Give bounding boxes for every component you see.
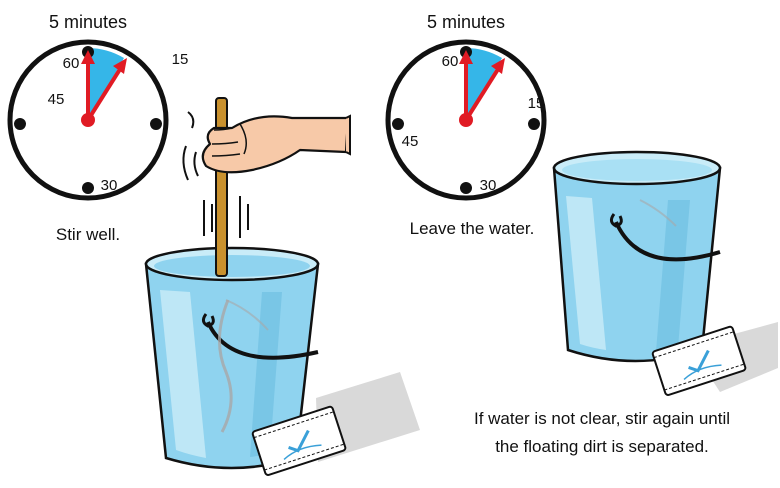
step-2-caption: Leave the water. <box>410 219 535 238</box>
clock-1-dot-bottom <box>82 182 94 194</box>
clock-1-mark-60: 60 <box>63 55 80 72</box>
step-2-leave: 5 minutes 60 15 30 45 Leave the water. <box>388 12 778 456</box>
clock-2-dot-bottom <box>460 182 472 194</box>
clock-1-center <box>81 113 95 127</box>
clock-1-mark-15: 15 <box>172 51 189 68</box>
step-1-caption: Stir well. <box>56 225 120 244</box>
clock-1-title: 5 minutes <box>49 12 127 32</box>
clock-2-center <box>459 113 473 127</box>
clock-2-mark-15: 15 <box>528 95 545 112</box>
stirring-stick-icon <box>216 98 227 276</box>
bucket-2-water-surface <box>562 159 712 181</box>
clock-1-dot-left <box>14 118 26 130</box>
step-1-stir: 5 minutes 60 15 30 45 Stir well. <box>10 12 420 476</box>
clock-icon: 5 minutes 60 15 30 45 <box>10 12 188 198</box>
clock-icon: 5 minutes 60 15 30 45 <box>388 12 544 198</box>
clock-1-mark-30: 30 <box>101 177 118 194</box>
clock-1-dot-right <box>150 118 162 130</box>
clock-2-dot-left <box>392 118 404 130</box>
clock-2-mark-30: 30 <box>480 177 497 194</box>
clock-2-title: 5 minutes <box>427 12 505 32</box>
clock-2-dot-right <box>528 118 540 130</box>
clock-1-mark-45: 45 <box>48 91 65 108</box>
clock-2-mark-45: 45 <box>402 133 419 150</box>
bucket-1-water-surface <box>154 255 310 277</box>
clock-2-mark-60: 60 <box>442 53 459 70</box>
note-line-1: If water is not clear, stir again until <box>474 409 730 428</box>
note-line-2: the floating dirt is separated. <box>495 437 709 456</box>
